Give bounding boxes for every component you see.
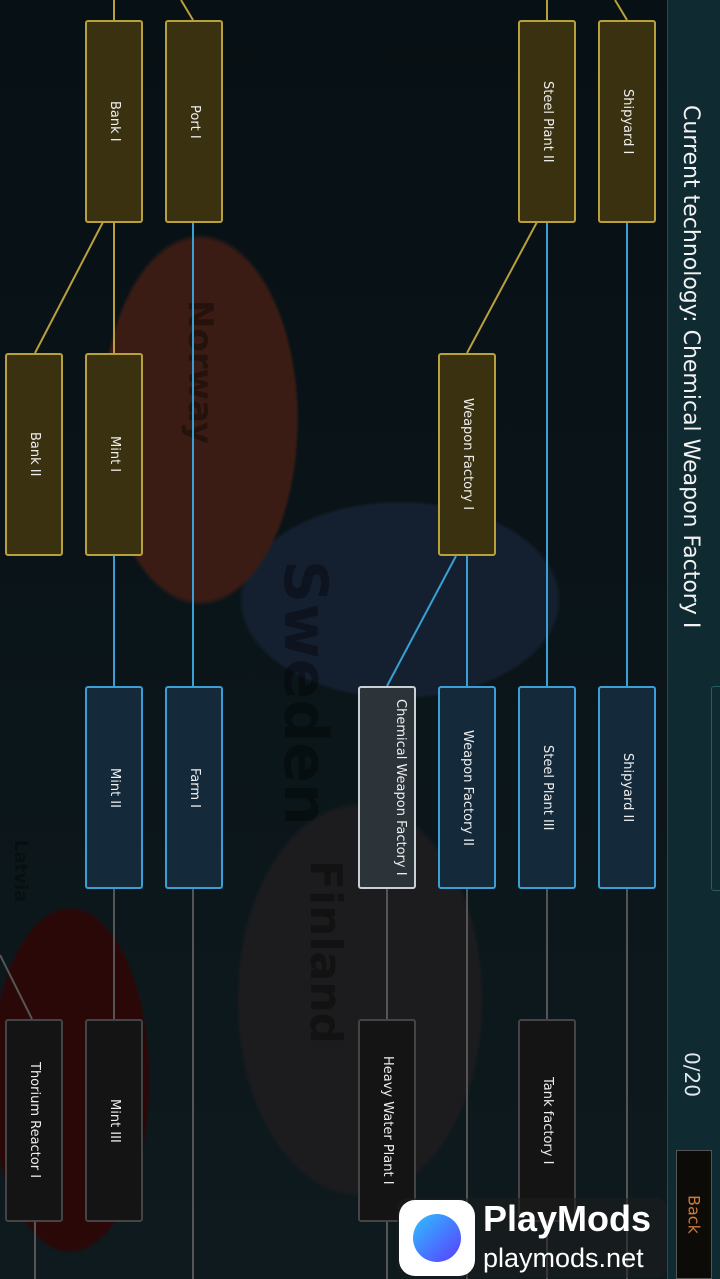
tech-node-heavy-water-plant-1[interactable]: Heavy Water Plant I <box>358 1019 416 1222</box>
watermark-name: PlayMods <box>483 1198 652 1239</box>
node-label: Heavy Water Plant I <box>380 1056 395 1185</box>
node-label: Shipyard II <box>620 752 635 823</box>
tech-node-shipyard-1[interactable]: Shipyard I <box>598 20 656 223</box>
node-label: Shipyard I <box>620 88 635 155</box>
progress-count: 0/20 <box>680 1052 704 1097</box>
tech-node-tank-factory-1[interactable]: Tank factory I <box>518 1019 576 1222</box>
node-label: Chemical Weapon Factory I <box>393 699 408 876</box>
node-label: Weapon Factory II <box>460 729 475 846</box>
tech-node-chemical-weapon-factory-1[interactable]: Chemical Weapon Factory I <box>358 686 416 889</box>
back-button[interactable]: Back <box>676 1150 712 1279</box>
tech-node-shipyard-2[interactable]: Shipyard II <box>598 686 656 889</box>
tech-node-weapon-factory-2[interactable]: Weapon Factory II <box>438 686 496 889</box>
tech-node-offscreen[interactable] <box>711 686 720 891</box>
back-label: Back <box>684 1195 704 1234</box>
tech-node-mint-1[interactable]: Mint I <box>85 353 143 556</box>
node-label: Mint III <box>107 1098 122 1143</box>
node-label: Mint I <box>107 436 122 473</box>
node-label: Farm I <box>187 767 202 808</box>
current-technology-title: Current technology: Chemical Weapon Fact… <box>678 105 703 629</box>
node-label: Tank factory I <box>540 1076 555 1165</box>
watermark-url: playmods.net <box>483 1243 644 1273</box>
node-label: Mint II <box>107 767 122 808</box>
tech-node-farm-1[interactable]: Farm I <box>165 686 223 889</box>
map-label: Finland <box>300 860 351 1045</box>
tech-node-weapon-factory-1[interactable]: Weapon Factory I <box>438 353 496 556</box>
tech-node-bank-1[interactable]: Bank I <box>85 20 143 223</box>
node-label: Bank II <box>27 432 42 477</box>
tech-node-steel-plant-2[interactable]: Steel Plant II <box>518 20 576 223</box>
header-panel <box>667 0 720 1279</box>
tech-node-port-1[interactable]: Port I <box>165 20 223 223</box>
playmods-watermark: PlayMods playmods.net <box>397 1198 667 1278</box>
tech-node-steel-plant-3[interactable]: Steel Plant III <box>518 686 576 889</box>
tech-node-bank-2[interactable]: Bank II <box>5 353 63 556</box>
tech-node-mint-3[interactable]: Mint III <box>85 1019 143 1222</box>
node-label: Bank I <box>107 101 122 142</box>
tech-node-mint-2[interactable]: Mint II <box>85 686 143 889</box>
node-label: Thorium Reactor I <box>27 1062 42 1179</box>
playmods-logo-icon <box>399 1200 475 1276</box>
map-label: Latvia <box>10 840 31 903</box>
map-label: Sweden <box>270 560 340 826</box>
map-label: Norway <box>180 300 220 445</box>
tech-node-thorium-reactor-1[interactable]: Thorium Reactor I <box>5 1019 63 1222</box>
node-label: Steel Plant II <box>540 80 555 163</box>
node-label: Steel Plant III <box>540 744 555 831</box>
node-label: Weapon Factory I <box>460 398 475 511</box>
node-label: Port I <box>187 104 202 139</box>
